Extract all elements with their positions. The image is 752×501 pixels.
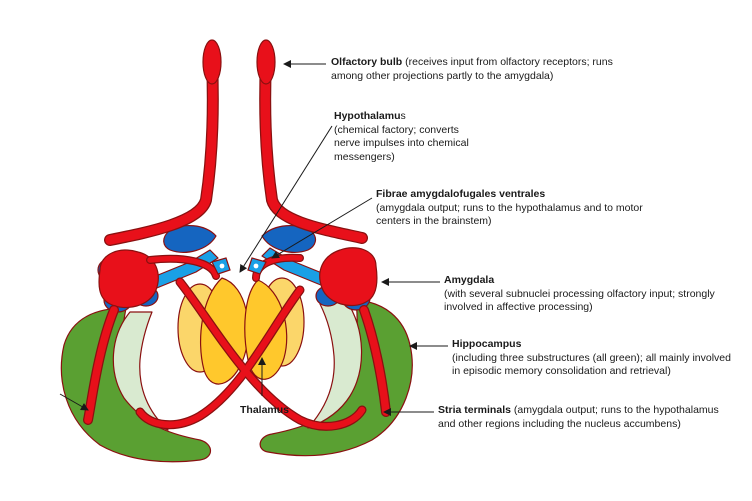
label-hypothalamus-text: (chemical factory; converts nerve impuls… — [334, 123, 469, 163]
olfactory-tract-right — [260, 55, 367, 243]
hypothalamus-dot-left — [219, 263, 225, 269]
pointer-stria-left — [59, 393, 89, 411]
label-amygdala: Amygdala (with several subnuclei process… — [444, 274, 744, 315]
amygdala-left — [98, 249, 159, 309]
label-hypothalamus: Hypothalamus (chemical factory; converts… — [334, 110, 474, 164]
label-stria-terminals: Stria terminals (amygdala output; runs t… — [438, 404, 738, 431]
label-amygdala-title: Amygdala — [444, 274, 495, 286]
hypothalamus-dot-right — [253, 263, 259, 269]
stria-left-outer — [84, 306, 118, 424]
label-stria-text: (amygdala output; runs to the hypothalam… — [438, 404, 719, 430]
olfactory-bulb-right — [256, 39, 276, 85]
label-olfactory-bulb-title: Olfactory bulb — [331, 56, 403, 68]
label-hippocampus-title: Hippocampus — [452, 338, 522, 350]
pointer-fibrae — [271, 197, 373, 259]
label-stria-title: Stria terminals — [438, 404, 511, 416]
blue-structure-right-dark — [261, 225, 317, 253]
label-hippocampus-text: (including three substructures (all gree… — [452, 351, 731, 378]
amygdala-right — [319, 247, 378, 307]
olfactory-bulb-left — [202, 39, 222, 85]
olfactory-tract-left — [105, 55, 218, 245]
label-olfactory-bulb-text: (receives input from olfactory receptors… — [331, 56, 613, 82]
label-thalamus: Thalamus — [240, 404, 290, 416]
stria-right-outer — [360, 306, 390, 416]
label-hippocampus: Hippocampus (including three substructur… — [452, 338, 742, 379]
label-hypothalamus-title: Hypothalamu — [334, 110, 401, 122]
blue-structure-left-dark — [163, 225, 217, 253]
label-olfactory-bulb: Olfactory bulb (receives input from olfa… — [331, 56, 621, 83]
stria-right-arc — [136, 286, 304, 428]
stria-left-upper — [147, 256, 219, 279]
label-hypothalamus-title-suffix: s — [400, 110, 406, 122]
stria-right-upper — [253, 255, 303, 281]
hippocampus-inner-left — [112, 311, 169, 431]
label-fibrae-text: (amygdala output; runs to the hypothalam… — [376, 201, 643, 228]
label-fibrae-title: Fibrae amygdalofugales ventrales — [376, 188, 546, 200]
label-fibrae: Fibrae amygdalofugales ventrales (amygda… — [376, 188, 646, 229]
label-amygdala-text: (with several subnuclei processing olfac… — [444, 287, 715, 314]
stria-left-arc — [176, 278, 366, 430]
pointer-hypothalamus — [239, 125, 333, 273]
